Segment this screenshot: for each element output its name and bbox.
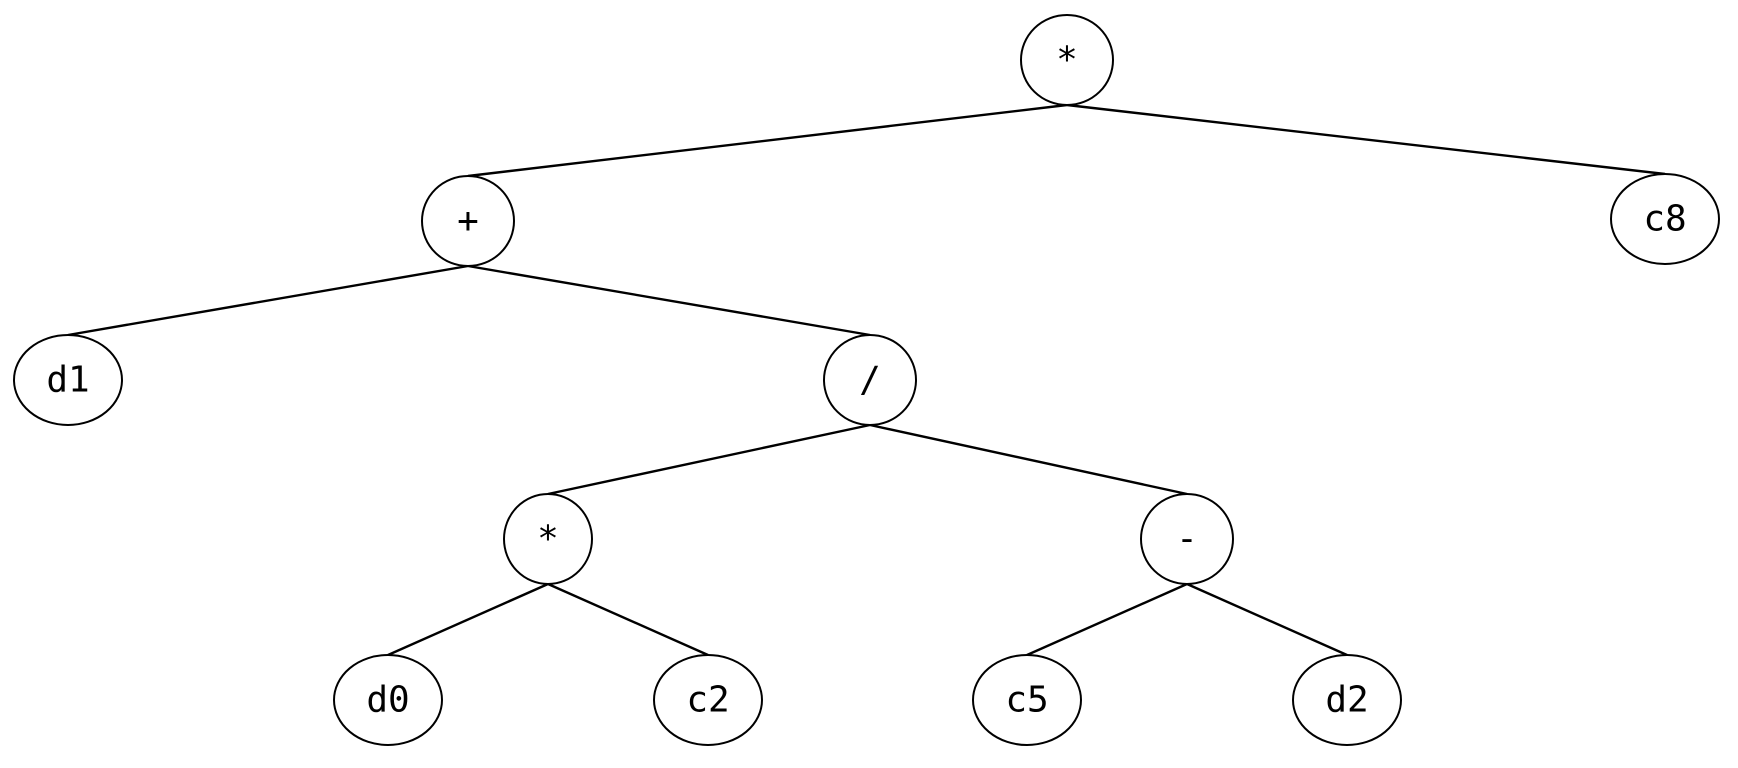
node-ellipse — [333, 654, 443, 746]
edge-root-plus — [467, 103, 1068, 178]
node-label: + — [457, 201, 479, 242]
node-ellipse — [1292, 654, 1402, 746]
node-ellipse — [1140, 493, 1234, 585]
tree-node-minus: - — [1140, 493, 1234, 585]
tree-node-plus: + — [421, 175, 515, 267]
tree-node-d1: d1 — [13, 334, 123, 426]
edge-plus-d1 — [67, 264, 469, 337]
node-label: d1 — [46, 360, 89, 401]
node-ellipse — [1020, 14, 1114, 106]
tree-node-div: / — [823, 334, 917, 426]
tree-node-root: * — [1020, 14, 1114, 106]
tree-node-mul: * — [503, 493, 593, 585]
tree-nodes: * + c8 d1 / * - d0 c2 c5 d2 — [13, 14, 1720, 746]
edge-minus-c5 — [1026, 582, 1188, 657]
edge-mul-c2 — [547, 582, 709, 657]
edge-plus-div — [467, 264, 871, 337]
node-label: c8 — [1643, 199, 1686, 240]
node-label: d0 — [366, 680, 409, 721]
node-label: c2 — [686, 680, 729, 721]
edge-minus-d2 — [1186, 582, 1348, 657]
tree-node-c8: c8 — [1610, 173, 1720, 265]
edge-div-minus — [869, 423, 1188, 496]
node-label: * — [1056, 40, 1078, 81]
tree-node-c5: c5 — [972, 654, 1082, 746]
node-ellipse — [823, 334, 917, 426]
node-label: c5 — [1005, 680, 1048, 721]
node-ellipse — [972, 654, 1082, 746]
node-ellipse — [421, 175, 515, 267]
edge-mul-d0 — [387, 582, 549, 657]
node-label: * — [537, 519, 559, 560]
node-label: - — [1176, 519, 1198, 560]
tree-node-c2: c2 — [653, 654, 763, 746]
tree-node-d2: d2 — [1292, 654, 1402, 746]
node-ellipse — [13, 334, 123, 426]
node-label: / — [859, 360, 881, 401]
node-ellipse — [653, 654, 763, 746]
node-ellipse — [503, 493, 593, 585]
tree-edges — [67, 103, 1666, 657]
node-label: d2 — [1325, 680, 1368, 721]
edge-root-c8 — [1066, 103, 1666, 176]
node-ellipse — [1610, 173, 1720, 265]
edge-div-mul — [547, 423, 871, 496]
tree-node-d0: d0 — [333, 654, 443, 746]
